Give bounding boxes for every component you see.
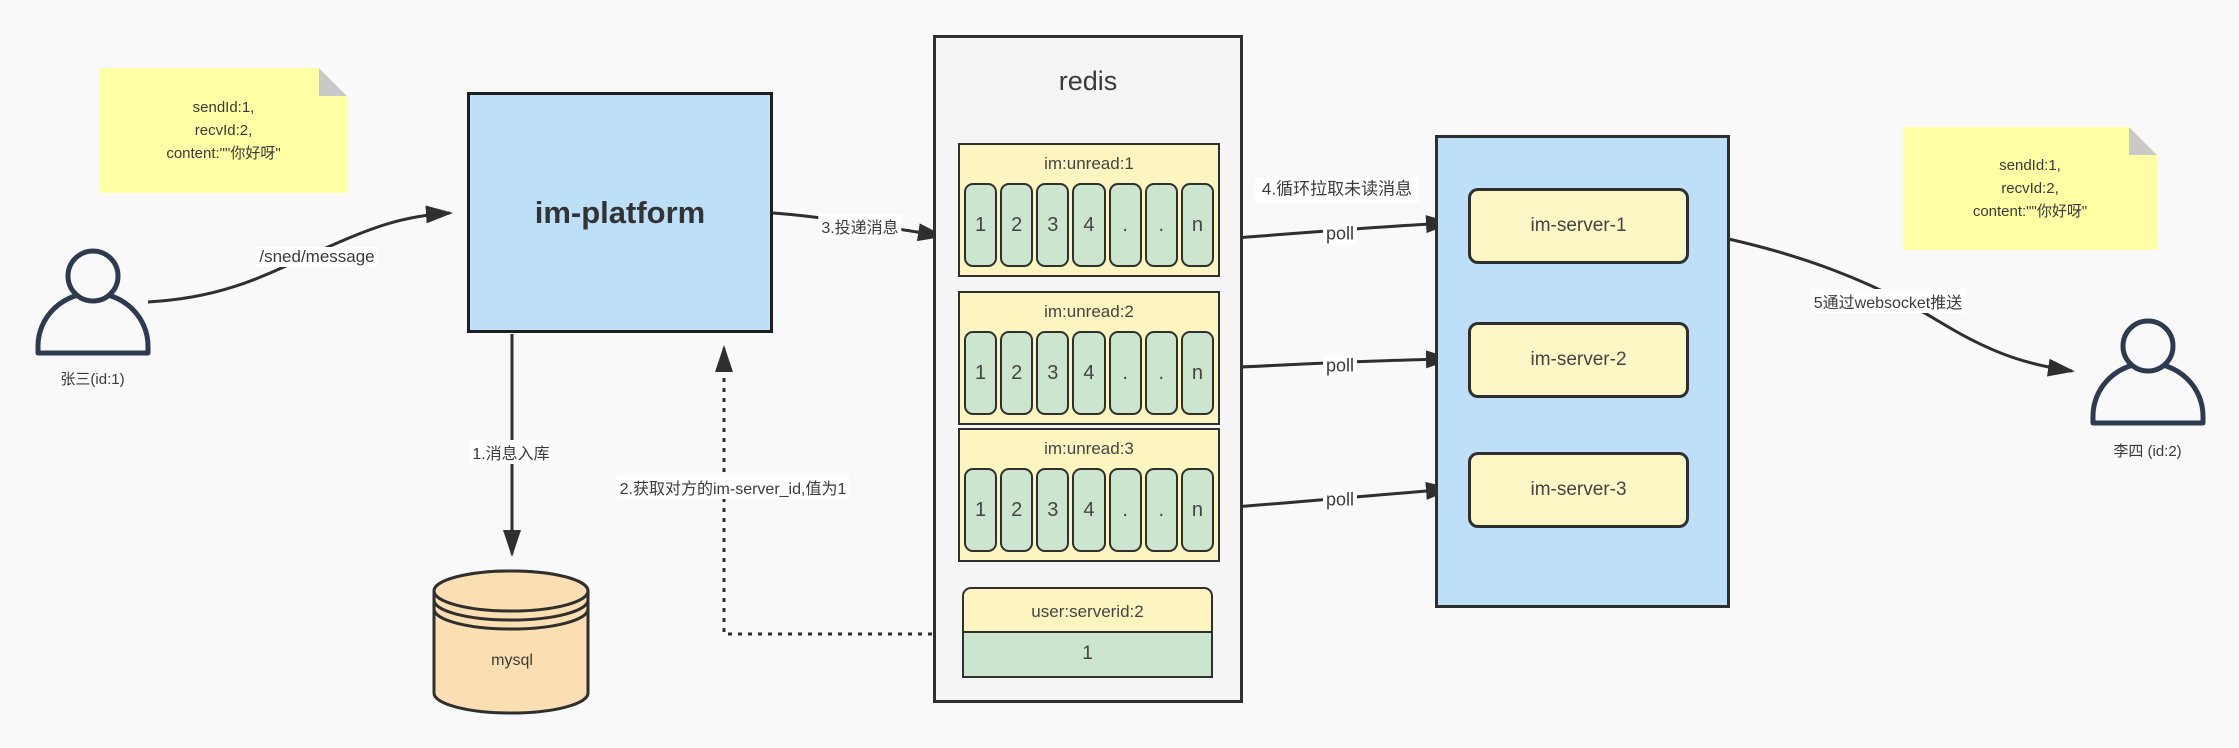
- queue-im-unread-1: im:unread:1 1 2 3 4 . . n: [958, 143, 1220, 277]
- edge-label-poll-1: poll: [1322, 223, 1358, 245]
- edge-label-send-api: /sned/message: [256, 247, 378, 267]
- note-line: content:""你好呀": [1972, 203, 2088, 221]
- queue-header: im:unread:2: [1044, 302, 1134, 321]
- receiver-user-icon: [2090, 318, 2206, 426]
- note-fold-corner-icon: [319, 68, 347, 96]
- queue-cells: 1 2 3 4 . . n: [960, 183, 1218, 267]
- im-server-2-label: im-server-2: [1530, 349, 1627, 370]
- queue-cell: n: [1180, 331, 1214, 415]
- redis-container: redis im:unread:1 1 2 3 4 . . n im:unrea…: [933, 35, 1243, 703]
- note-line: recvId:2,: [2001, 179, 2059, 197]
- queue-cell: 4: [1072, 331, 1106, 415]
- edge-label-step5: 5通过websocket推送: [1810, 289, 1966, 313]
- queue-cell: .: [1144, 183, 1178, 267]
- im-platform-node: im-platform: [467, 92, 773, 333]
- queue-cell: 2: [1000, 331, 1034, 415]
- queue-cell: n: [1180, 468, 1214, 552]
- queue-cell: 4: [1072, 468, 1106, 552]
- note-line: sendId:1,: [192, 98, 255, 116]
- redis-title: redis: [1058, 66, 1118, 96]
- queue-cell: .: [1144, 331, 1178, 415]
- edge-label-poll-2: poll: [1322, 355, 1358, 377]
- sender-message-note: sendId:1, recvId:2, content:""你好呀": [100, 68, 347, 193]
- mapping-value: 1: [962, 633, 1213, 678]
- im-server-2-node: im-server-2: [1468, 322, 1689, 398]
- queue-cells: 1 2 3 4 . . n: [960, 468, 1218, 552]
- sender-user-icon: [35, 248, 151, 356]
- im-server-3-node: im-server-3: [1468, 452, 1689, 528]
- queue-cells: 1 2 3 4 . . n: [960, 331, 1218, 415]
- queue-im-unread-2: im:unread:2 1 2 3 4 . . n: [958, 291, 1220, 425]
- edge-label-step1: 1.消息入库: [469, 440, 553, 464]
- sender-label: 张三(id:1): [60, 371, 125, 388]
- queue-header: im:unread:3: [1044, 439, 1134, 458]
- queue-cell: 3: [1036, 468, 1070, 552]
- edge-label-poll-3: poll: [1322, 489, 1358, 511]
- edge-label-step4: 4.循环拉取未读消息: [1255, 177, 1419, 203]
- queue-cell: .: [1108, 468, 1142, 552]
- im-platform-label: im-platform: [534, 194, 706, 230]
- queue-cell: .: [1108, 331, 1142, 415]
- edge-label-step3: 3.投递消息: [818, 214, 902, 238]
- mysql-database-icon: [432, 569, 590, 715]
- note-line: content:""你好呀": [166, 145, 281, 163]
- queue-cell: 1: [964, 468, 998, 552]
- queue-im-unread-3: im:unread:3 1 2 3 4 . . n: [958, 428, 1220, 562]
- note-fold-corner-icon: [2129, 127, 2157, 155]
- im-server-cluster: im-server-1 im-server-2 im-server-3: [1435, 135, 1730, 608]
- im-server-3-label: im-server-3: [1530, 479, 1627, 500]
- queue-cell: 1: [964, 331, 998, 415]
- edge-label-step2: 2.获取对方的im-server_id,值为1: [616, 475, 850, 499]
- queue-cell: 4: [1072, 183, 1106, 267]
- im-server-1-node: im-server-1: [1468, 188, 1689, 264]
- mapping-key: user:serverid:2: [962, 587, 1213, 633]
- mysql-label: mysql: [491, 652, 533, 669]
- queue-cell: 3: [1036, 331, 1070, 415]
- queue-cell: 3: [1036, 183, 1070, 267]
- queue-cell: .: [1144, 468, 1178, 552]
- im-server-1-label: im-server-1: [1530, 215, 1627, 236]
- queue-cell: .: [1108, 183, 1142, 267]
- receiver-label: 李四 (id:2): [2113, 443, 2182, 460]
- user-serverid-mapping: user:serverid:2 1: [962, 587, 1213, 678]
- queue-cell: 2: [1000, 468, 1034, 552]
- note-line: recvId:2,: [194, 121, 253, 139]
- queue-cell: 1: [964, 183, 998, 267]
- receiver-message-note: sendId:1, recvId:2, content:""你好呀": [1903, 127, 2157, 250]
- queue-cell: n: [1180, 183, 1214, 267]
- queue-cell: 2: [1000, 183, 1034, 267]
- note-line: sendId:1,: [1999, 156, 2061, 174]
- queue-header: im:unread:1: [1044, 154, 1134, 173]
